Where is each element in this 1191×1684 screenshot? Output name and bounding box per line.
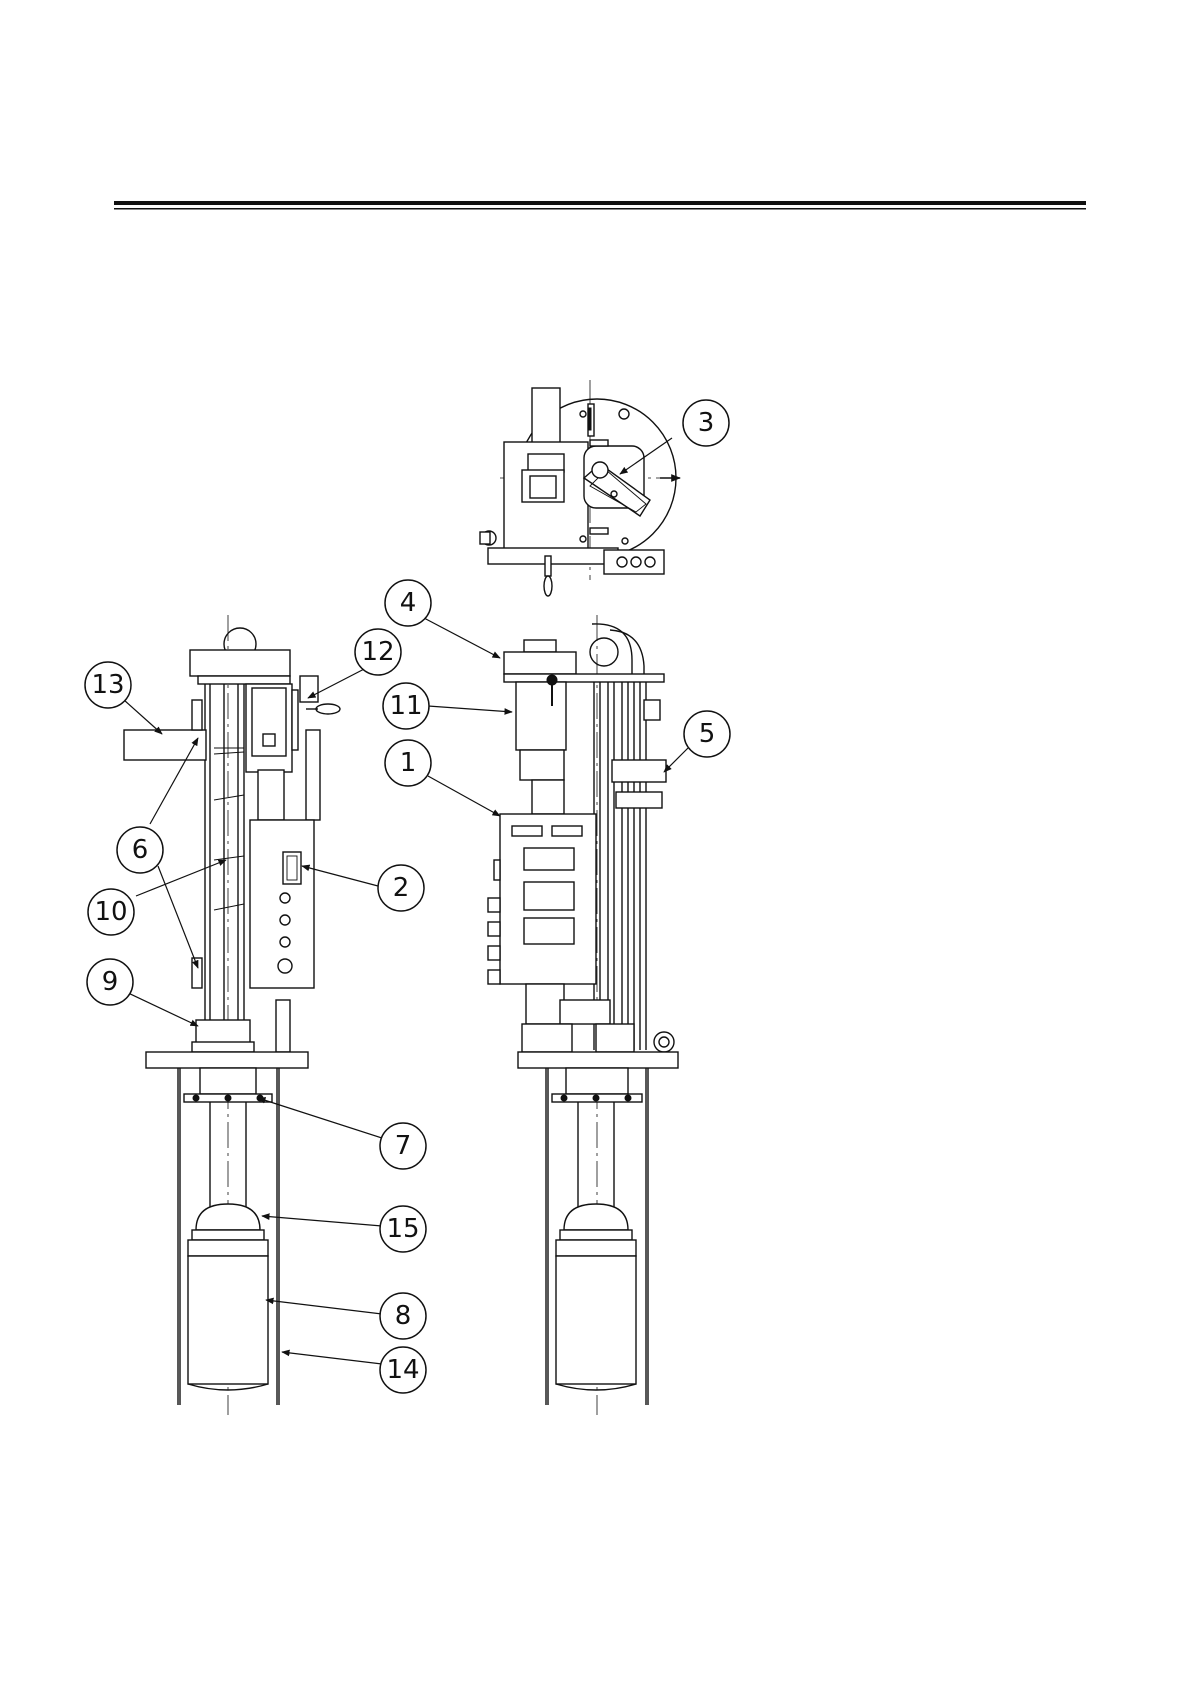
callout-4: 4 [385,580,431,626]
top-view [480,380,680,596]
svg-text:12: 12 [361,637,394,667]
svg-text:4: 4 [400,588,417,618]
callout-1: 1 [385,740,431,786]
svg-text:3: 3 [698,408,715,438]
side-view-left [124,615,340,1415]
svg-text:1: 1 [400,748,417,778]
front-view-right [488,615,678,1415]
svg-text:8: 8 [395,1301,412,1331]
callout-11: 11 [383,683,429,729]
header-rule [114,201,1086,210]
svg-text:11: 11 [389,691,422,721]
svg-text:9: 9 [102,967,119,997]
callout-2: 2 [378,865,424,911]
svg-text:14: 14 [386,1355,419,1385]
svg-text:13: 13 [91,670,124,700]
svg-text:2: 2 [393,873,410,903]
svg-text:15: 15 [386,1214,419,1244]
callout-12: 12 [355,629,401,675]
callout-6: 6 [117,827,163,873]
callout-14: 14 [380,1347,426,1393]
callout-10: 10 [88,889,134,935]
svg-text:10: 10 [94,897,127,927]
callout-5: 5 [684,711,730,757]
svg-text:6: 6 [132,835,149,865]
callout-8: 8 [380,1293,426,1339]
callout-3: 3 [683,400,729,446]
callout-15: 15 [380,1206,426,1252]
callout-9: 9 [87,959,133,1005]
callout-7: 7 [380,1123,426,1169]
svg-text:5: 5 [699,719,716,749]
svg-text:7: 7 [395,1131,412,1161]
callout-13: 13 [85,662,131,708]
